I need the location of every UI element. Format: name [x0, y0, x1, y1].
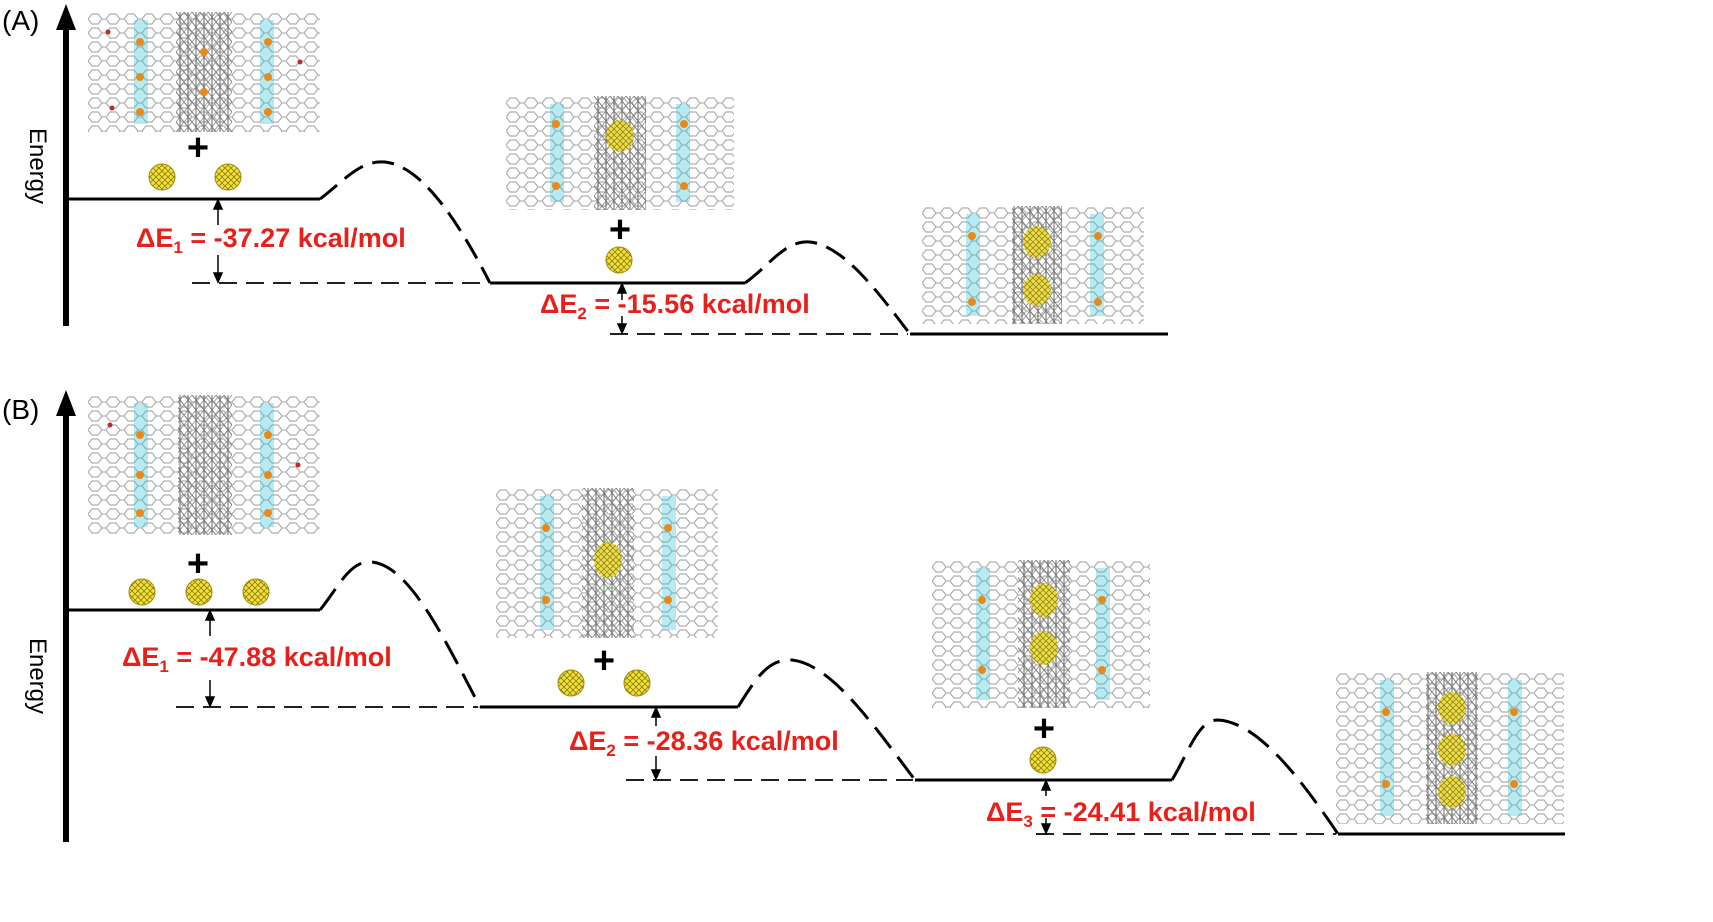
panel-a-energy-axis: [56, 4, 76, 326]
panel-b-plus-3: +: [1033, 708, 1055, 750]
panel-b-plus-2: +: [593, 640, 615, 682]
panel-a-fullerene-icon: [605, 246, 633, 274]
panel-b-fullerene-icon: [242, 578, 270, 606]
panel-a-delta2-arrow: [616, 282, 628, 335]
panel-b-delta1-arrow: [204, 609, 216, 708]
panel-a-fullerene-icon: [214, 163, 242, 191]
panel-a-energy-profile: [68, 160, 1168, 336]
panel-b-energy-profile: [68, 560, 1565, 836]
panel-b-fullerene-icon: [185, 578, 213, 606]
panel-b-axis-label: Energy: [24, 638, 51, 714]
panel-a-plus-1: +: [187, 127, 209, 169]
panel-b-plus-1: +: [187, 543, 209, 585]
panel-b-delta-e3: ΔE3 = -24.41 kcal/mol: [986, 797, 1256, 831]
panel-b-host-structure-2: [496, 488, 718, 638]
panel-a: (A) Energy: [2, 4, 1168, 336]
panel-a-host-structure-2: [506, 96, 734, 210]
panel-b-energy-axis: [56, 390, 76, 842]
panel-b-label: (B): [2, 394, 39, 425]
panel-b-fullerene-icon: [623, 669, 651, 697]
panel-a-fullerene-icon: [148, 163, 176, 191]
panel-a-label: (A): [2, 5, 39, 36]
panel-b-delta-e2: ΔE2 = -28.36 kcal/mol: [569, 726, 839, 760]
panel-a-delta1-arrow: [212, 198, 224, 284]
panel-b-fullerene-icon: [1029, 746, 1057, 774]
panel-b-fullerene-icon: [557, 669, 585, 697]
panel-a-plus-2: +: [609, 209, 631, 251]
panel-a-axis-label: Energy: [24, 128, 51, 204]
panel-b-delta2-arrow: [650, 706, 662, 781]
panel-b-host-structure-1: [88, 395, 320, 535]
panel-a-host-structure-3: [922, 206, 1144, 324]
panel-b: (B) Energy: [2, 390, 1565, 842]
panel-a-host-structure-1: [88, 12, 320, 132]
panel-b-delta-e1: ΔE1 = -47.88 kcal/mol: [122, 642, 392, 676]
panel-b-delta3-arrow: [1040, 779, 1052, 835]
panel-b-fullerene-icon: [128, 578, 156, 606]
panel-b-host-structure-3: [932, 560, 1150, 708]
panel-a-delta-e1: ΔE1 = -37.27 kcal/mol: [136, 223, 406, 257]
panel-a-delta-e2: ΔE2 = -15.56 kcal/mol: [540, 289, 810, 323]
panel-b-host-structure-4: [1336, 672, 1564, 824]
